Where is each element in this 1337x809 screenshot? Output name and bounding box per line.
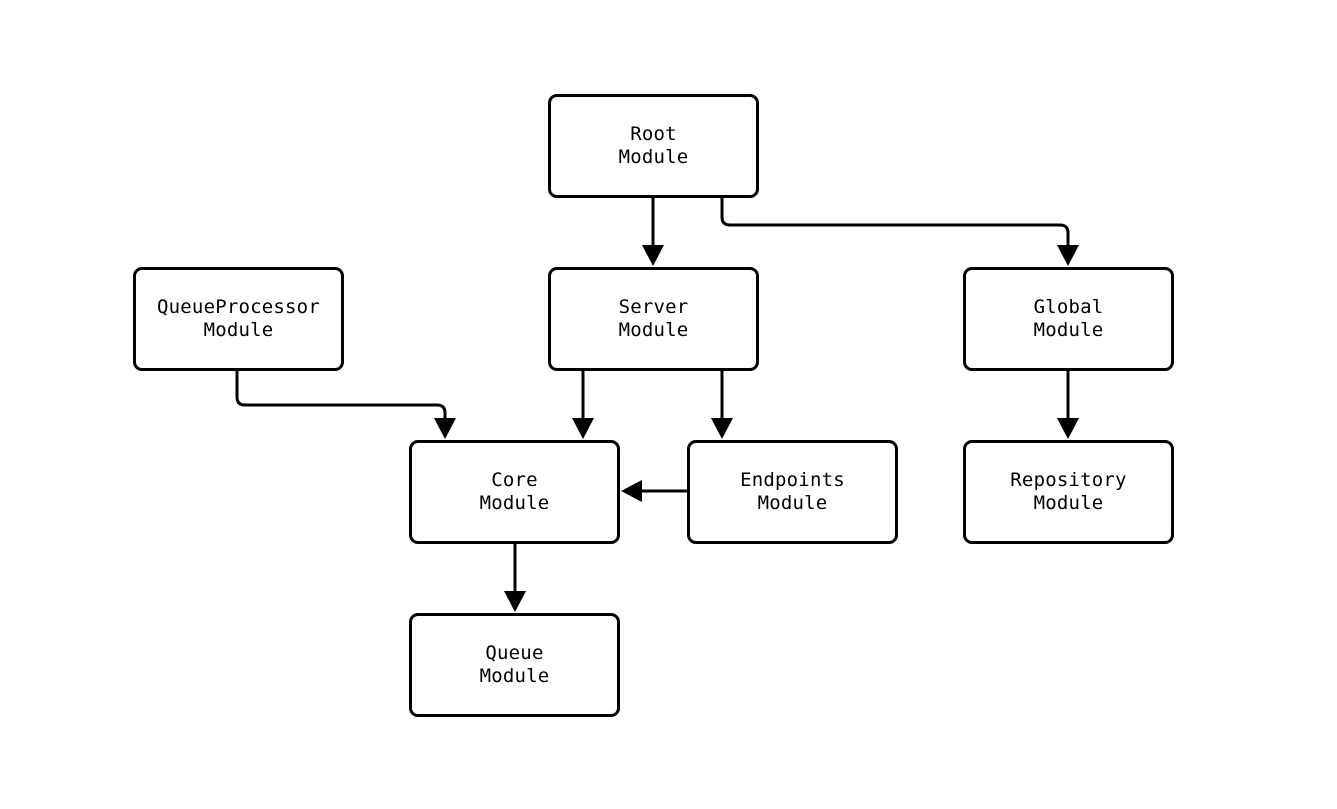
edge-core-to-queue [504,544,526,612]
node-queue-module[interactable]: Queue Module [409,613,620,717]
node-endpoints-module[interactable]: Endpoints Module [687,440,898,544]
node-repository-module-label: Repository Module [1010,469,1127,514]
node-server-module[interactable]: Server Module [548,267,759,371]
node-root-module[interactable]: Root Module [548,94,759,198]
edge-queueprocessor-to-core [235,371,456,439]
node-queueprocessor-module-label: QueueProcessor Module [157,296,320,341]
edge-endpoints-to-core [621,480,687,502]
node-core-module-label: Core Module [479,469,550,514]
node-core-module[interactable]: Core Module [409,440,620,544]
edge-global-to-repository [1057,371,1079,439]
node-global-module[interactable]: Global Module [963,267,1174,371]
node-repository-module[interactable]: Repository Module [963,440,1174,544]
edge-root-to-server [642,198,664,266]
node-root-module-label: Root Module [618,123,689,168]
edge-root-to-global [720,198,1079,266]
node-global-module-label: Global Module [1033,296,1104,341]
node-server-module-label: Server Module [618,296,689,341]
node-queueprocessor-module[interactable]: QueueProcessor Module [133,267,344,371]
edge-server-to-core [572,371,594,439]
node-queue-module-label: Queue Module [479,642,550,687]
edge-server-to-endpoints [711,371,733,439]
node-endpoints-module-label: Endpoints Module [740,469,845,514]
